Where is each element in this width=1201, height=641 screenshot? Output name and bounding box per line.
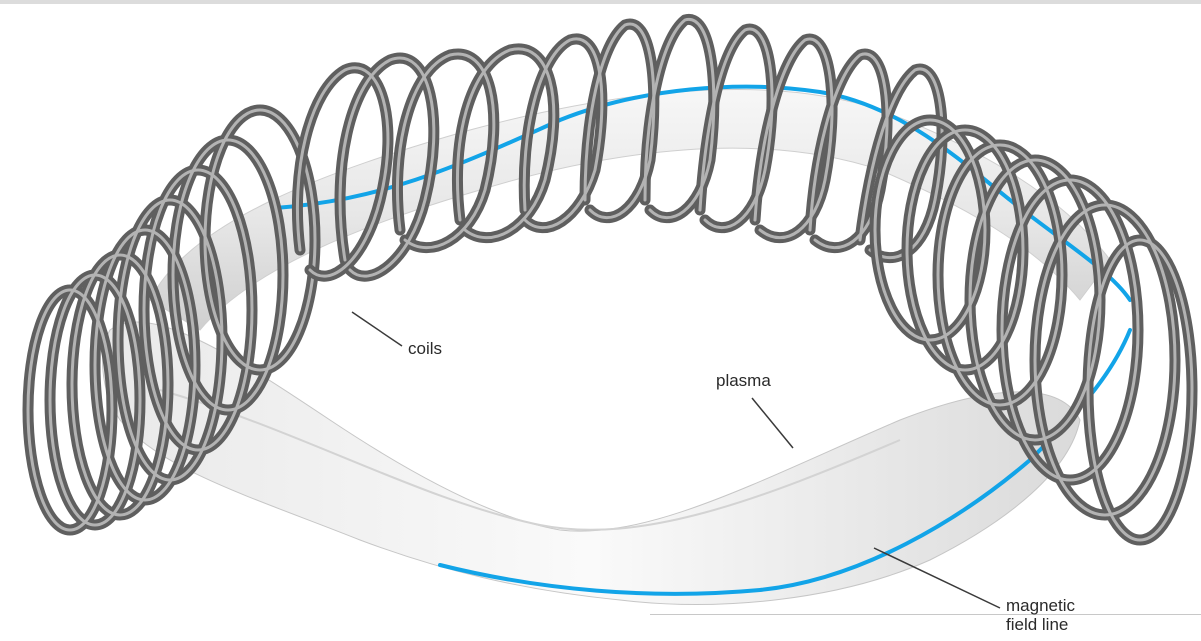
magnetic-field-line-label-line2: field line bbox=[1006, 615, 1075, 634]
coils-leader-line bbox=[352, 312, 402, 346]
plasma-label: plasma bbox=[716, 372, 771, 390]
magnetic-field-line-label-line1: magnetic bbox=[1006, 596, 1075, 615]
plasma-leader-line bbox=[752, 398, 793, 448]
magnetic-field-line-label: magnetic field line bbox=[1006, 596, 1075, 634]
coils-label: coils bbox=[408, 340, 442, 358]
bottom-rule bbox=[650, 614, 1201, 615]
